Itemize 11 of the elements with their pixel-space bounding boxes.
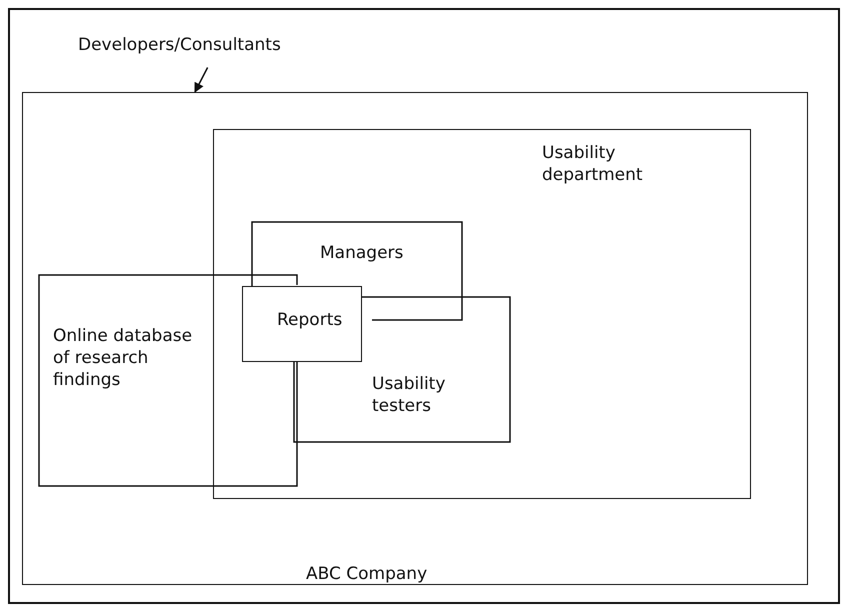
box-label: Managers bbox=[320, 242, 404, 264]
box-label: Developers/Consultants bbox=[78, 34, 282, 56]
boundary-box bbox=[213, 129, 751, 499]
box-label: Usability department bbox=[542, 142, 644, 186]
box-label: Usability testers bbox=[372, 373, 446, 417]
boundary-box bbox=[22, 92, 808, 585]
arrow bbox=[194, 67, 208, 93]
box bbox=[242, 286, 362, 362]
box-label: ABC Company bbox=[306, 563, 428, 585]
box-label: Reports bbox=[277, 309, 344, 331]
box-label: Online database of research findings bbox=[53, 325, 194, 391]
